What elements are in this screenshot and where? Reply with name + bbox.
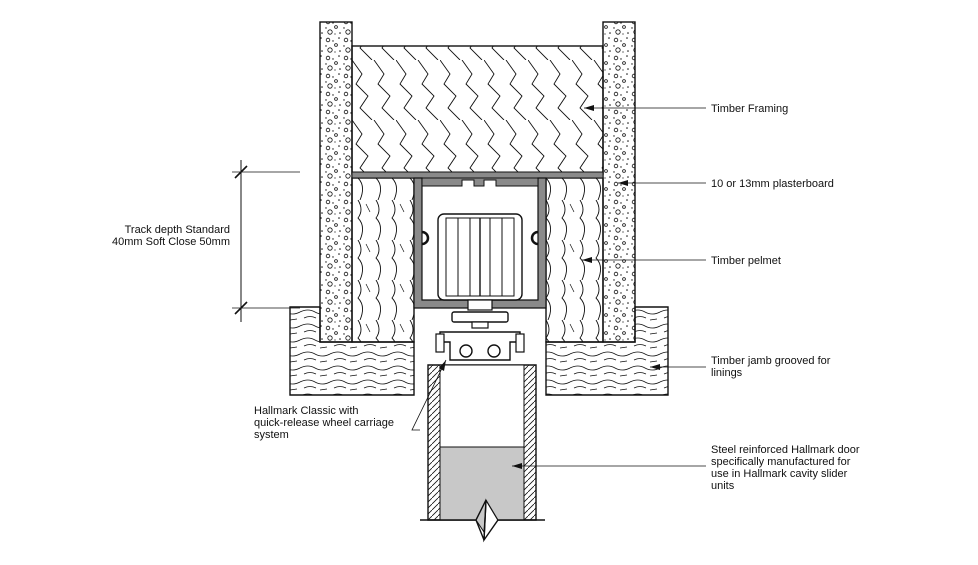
label-track-depth: Track depth Standard 40mm Soft Close 50m… — [112, 224, 230, 248]
right-plasterboard — [602, 21, 636, 343]
left-timber-jamb — [289, 306, 415, 396]
leader-timber-pelmet — [582, 257, 706, 263]
timber-framing — [351, 45, 604, 175]
label-steel-door: Steel reinforced Hallmark door specifica… — [711, 444, 860, 492]
left-timber-pelmet — [351, 177, 415, 343]
right-timber-jamb — [545, 306, 669, 396]
label-timber-jamb: Timber jamb grooved for linings — [711, 355, 831, 379]
track-depth-dimension — [232, 160, 300, 322]
label-timber-pelmet: Timber pelmet — [711, 255, 781, 267]
leader-wheel-carriage — [411, 359, 447, 431]
wheel-carriage — [435, 213, 525, 361]
aluminium-track — [351, 171, 604, 309]
leader-steel-door — [512, 463, 706, 469]
left-plasterboard — [319, 21, 353, 343]
label-plasterboard: 10 or 13mm plasterboard — [711, 178, 834, 190]
leader-timber-framing — [584, 105, 706, 111]
door-leaf — [420, 364, 545, 543]
label-timber-framing: Timber Framing — [711, 103, 789, 115]
leader-timber-jamb — [650, 364, 706, 370]
label-wheel-carriage: Hallmark Classic with quick-release whee… — [254, 405, 395, 441]
leader-plasterboard — [618, 180, 706, 186]
